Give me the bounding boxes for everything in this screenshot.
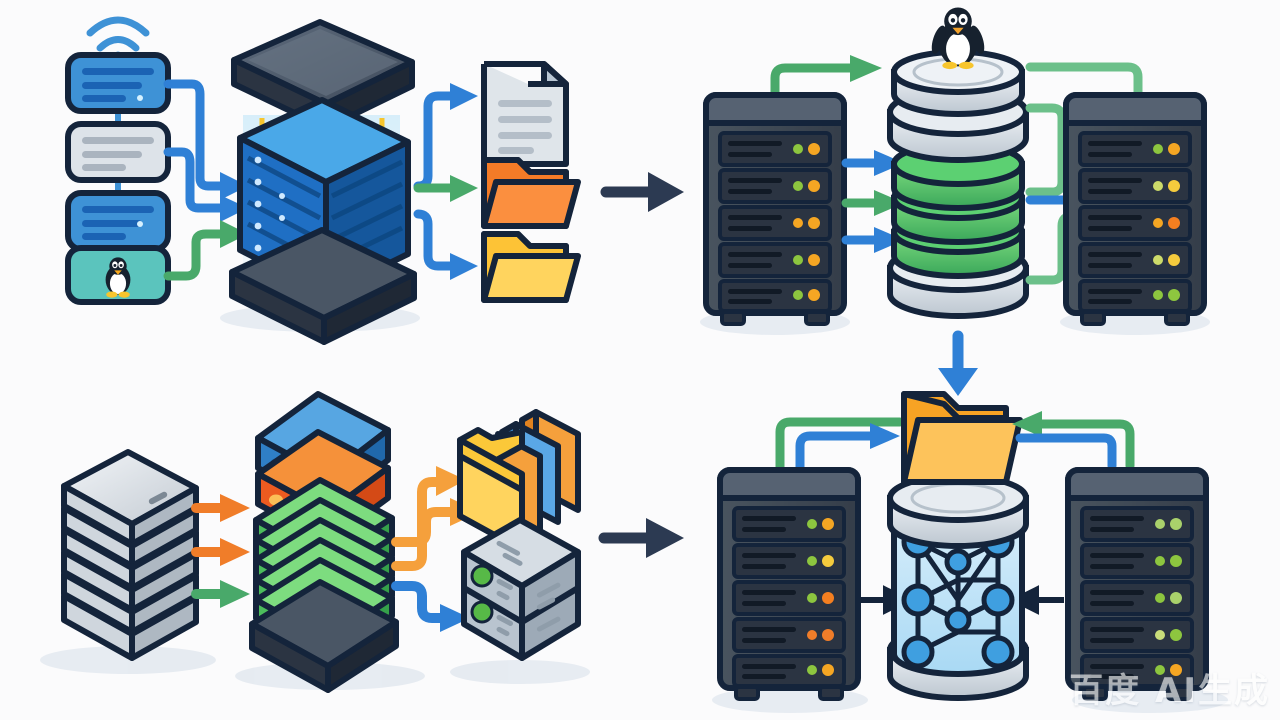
rack-bays [1080, 506, 1194, 688]
arrow-green-in [775, 417, 905, 473]
arrow-blue-out [1015, 433, 1117, 471]
folder-yellow-icon[interactable] [481, 231, 581, 303]
gray-blade-stack[interactable] [61, 449, 199, 661]
arrow-in-1 [163, 79, 227, 191]
arrow-green-top-in-head [850, 55, 882, 82]
neural-network-database-cylinder[interactable] [887, 391, 1029, 701]
arrow-in-1-head [220, 172, 248, 200]
client-card-2[interactable] [65, 121, 171, 183]
document-lines [498, 100, 552, 154]
arrow-out-3 [413, 209, 457, 271]
quadrant-top-left [65, 16, 581, 345]
arrow-green-out [1035, 419, 1135, 471]
arrow-orange-right [391, 507, 457, 547]
arrow-orange-1 [191, 494, 250, 522]
rack-server-left[interactable] [717, 467, 861, 701]
folder-orange-icon[interactable] [481, 157, 581, 229]
cube-status-dots [470, 564, 494, 624]
arrow-out-1 [413, 91, 457, 191]
arrow-green-1 [191, 580, 250, 608]
server-cube-icon[interactable] [461, 517, 581, 661]
rack-feet [1082, 685, 1192, 701]
arrow-blue-in [795, 431, 877, 473]
linux-database-cylinder[interactable] [887, 7, 1029, 319]
arrow-out-2-head [450, 175, 478, 202]
linux-penguin-icon [105, 257, 131, 298]
client-card-3[interactable] [65, 190, 171, 252]
rack-feet [720, 310, 830, 326]
arrow-blue-down-head [440, 604, 470, 632]
arrow-green-top-in [770, 63, 857, 97]
text-lines-icon [82, 206, 154, 240]
cube-lines [496, 540, 561, 637]
arrow-orange-up-head [436, 466, 466, 496]
quadrant-bottom-right [717, 391, 1209, 701]
arrow-blue-mid-1 [841, 150, 904, 176]
arrow-green-mid [841, 190, 904, 216]
arrow-blue-mid-2 [841, 227, 904, 253]
client-card-linux[interactable] [65, 245, 171, 305]
folder-orange-icon [901, 391, 1023, 485]
neural-mesh-nodes [901, 525, 1015, 669]
arrow-in-2 [163, 147, 227, 213]
arrow-left-to-right-bottom [598, 518, 684, 558]
arrow-out-3-head [450, 253, 478, 280]
arrow-left-to-right-top [600, 172, 684, 212]
arrow-top-to-bottom-right [938, 330, 978, 396]
text-lines-icon [82, 68, 154, 102]
server-base [229, 227, 417, 345]
rack-server-right[interactable] [1065, 467, 1209, 701]
arrow-out-1-head [450, 83, 478, 110]
arrow-blue-down [391, 581, 447, 623]
arrow-orange-up [391, 477, 447, 571]
arrow-in-3 [163, 229, 227, 281]
text-lines-icon [82, 137, 154, 171]
arrow-green-top-out [1025, 62, 1143, 101]
arrow-green-out-head [1012, 411, 1042, 437]
layered-appliance-stack[interactable] [249, 391, 399, 693]
quadrant-bottom-left [61, 391, 581, 693]
document-icon[interactable] [481, 61, 569, 167]
rack-feet [734, 685, 844, 701]
arrow-orange-2 [191, 538, 250, 566]
rack-server-right[interactable] [1063, 92, 1207, 326]
rack-bays [718, 131, 832, 313]
rack-feet [1080, 310, 1190, 326]
quadrant-top-right [703, 7, 1207, 326]
rack-bays [1078, 131, 1192, 313]
arrow-in-3-head [220, 220, 248, 248]
client-card-1[interactable] [65, 52, 171, 114]
arrow-in-2-head [220, 195, 248, 222]
linux-penguin-icon [931, 7, 985, 70]
server-leds [254, 156, 285, 252]
arrow-blue-in-head [870, 423, 900, 449]
block-base [249, 579, 399, 693]
rack-bays [732, 506, 846, 688]
rack-server-left[interactable] [703, 92, 847, 326]
exploded-server-stack[interactable] [229, 19, 417, 345]
